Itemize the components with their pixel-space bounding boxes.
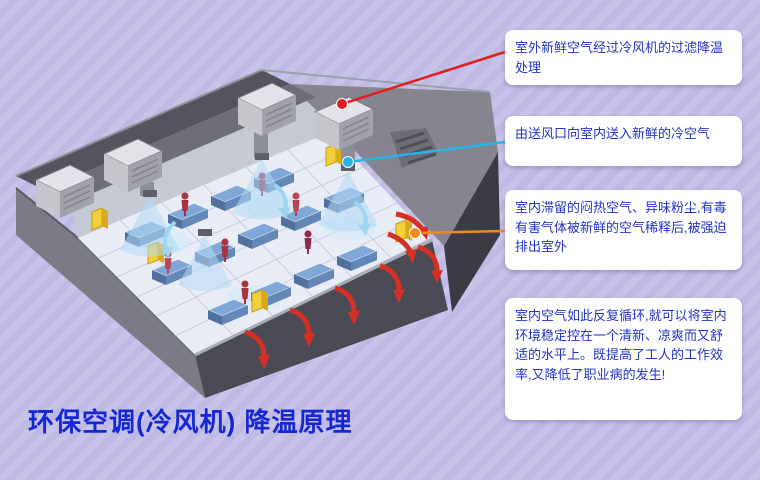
roof-left-strip-top — [16, 70, 290, 190]
callout-supply-air: 由送风口向室内送入新鲜的冷空气 — [505, 116, 742, 166]
connector-outdoor-air — [336, 50, 506, 110]
connector-exhaust-air — [409, 227, 506, 239]
outdoor-air-dot — [336, 98, 348, 110]
connector-supply-air — [342, 140, 506, 168]
callout-exhaust-air-text: 室内滞留的闷热空气、异味粉尘,有毒有害气体被新鲜的空气稀释后,被强迫排出室外 — [515, 200, 727, 254]
cooling-unit-1 — [34, 164, 96, 218]
cooling-unit-2 — [102, 138, 164, 192]
rooftop-cooling-units — [34, 82, 375, 218]
callout-circulation-text: 室内空气如此反复循环,就可以将室内环境稳定控在一个清新、凉爽而又舒适的水平上。既… — [515, 308, 727, 382]
callout-outdoor-air: 室外新鲜空气经过冷风机的过滤降温处理 — [505, 30, 742, 85]
cooling-unit-4 — [313, 96, 375, 150]
supply-airflow-arrows — [162, 183, 370, 259]
front-right-wall — [194, 238, 448, 398]
callout-outdoor-air-text: 室外新鲜空气经过冷风机的过滤降温处理 — [515, 40, 724, 75]
exhaust-air-dot — [409, 227, 421, 239]
callout-supply-air-text: 由送风口向室内送入新鲜的冷空气 — [515, 126, 711, 141]
callout-exhaust-air: 室内滞留的闷热空气、异味粉尘,有毒有害气体被新鲜的空气稀释后,被强迫排出室外 — [505, 190, 742, 270]
callout-circulation: 室内空气如此反复循环,就可以将室内环境稳定控在一个清新、凉爽而又舒适的水平上。既… — [505, 298, 742, 420]
exhaust-airflow-arrows — [244, 211, 443, 369]
supply-air-dot — [342, 156, 354, 168]
cooling-unit-3 — [236, 82, 298, 136]
page-title: 环保空调(冷风机) 降温原理 — [28, 407, 353, 437]
